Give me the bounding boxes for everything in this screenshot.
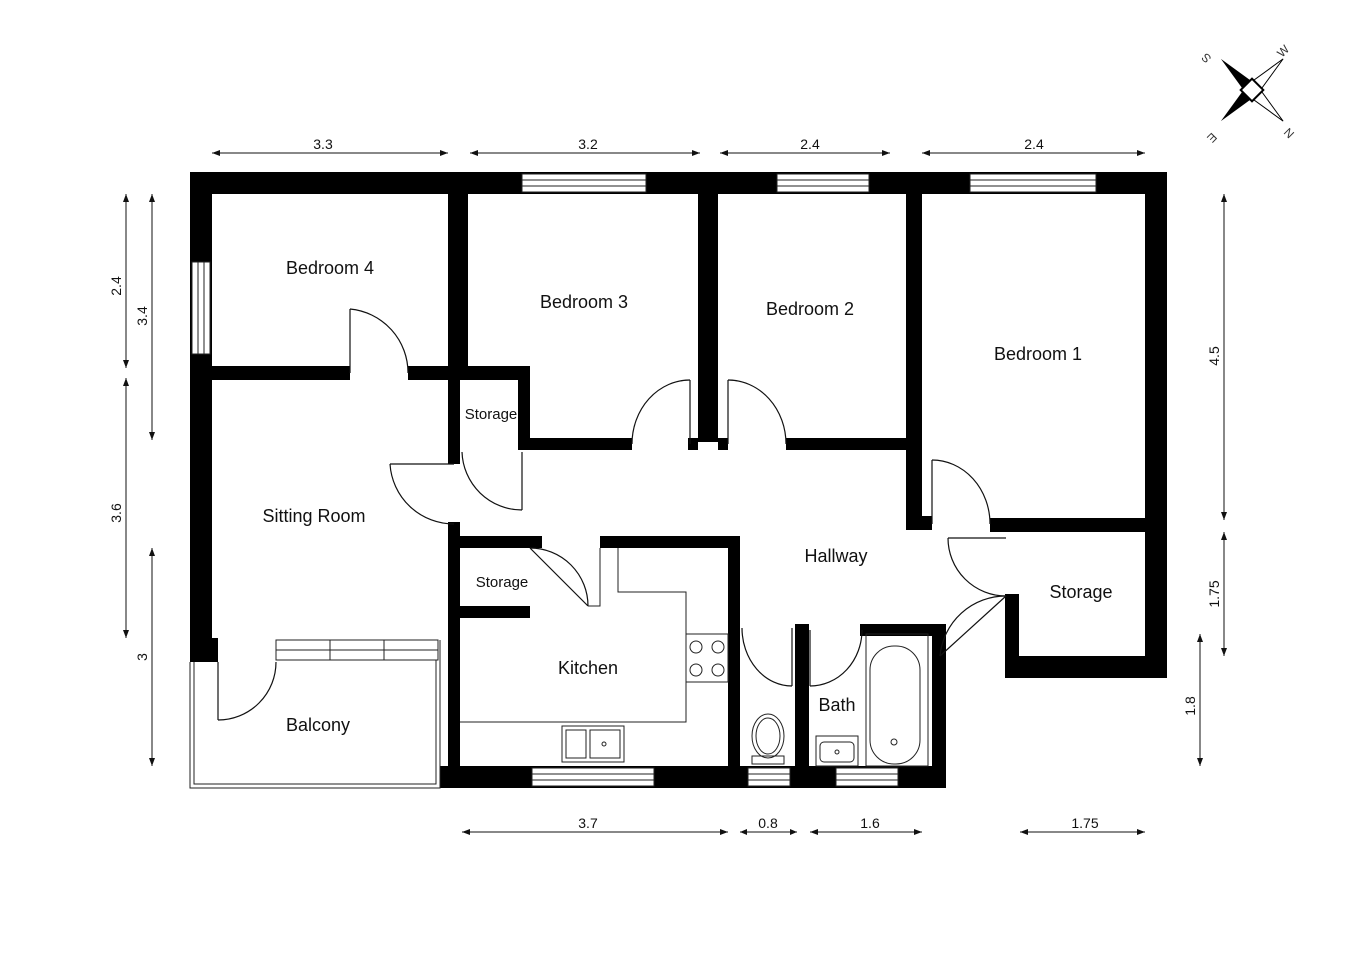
compass-letter-e: E [1204,130,1220,146]
dim-top-2: 3.2 [578,136,598,152]
bathtub-icon [865,633,929,767]
kitchen-counter [460,548,687,723]
dim-top-3: 2.4 [800,136,820,152]
room-label-balcony: Balcony [286,715,350,735]
compass-letter-n: N [1281,125,1297,141]
dimensions-right: 4.5 1.75 1.8 [1182,194,1227,766]
room-label-storage-c: Storage [1049,582,1112,602]
sink-icon [561,725,625,763]
compass-icon [1220,58,1284,122]
compass-letter-w: W [1274,42,1292,60]
dim-left-3: 3.4 [134,306,150,326]
dimensions-bottom: 3.7 0.8 1.6 1.75 [462,815,1145,835]
dim-left-2: 3.6 [108,503,124,523]
room-labels: Bedroom 4 Bedroom 3 Bedroom 2 Bedroom 1 … [262,258,1112,735]
dimensions-top: 3.3 3.2 2.4 2.4 [212,136,1145,156]
room-label-bedroom3: Bedroom 3 [540,292,628,312]
dim-bottom-3: 1.6 [860,815,880,831]
windows [191,173,1097,787]
dimensions-left: 2.4 3.6 3.4 3 [108,194,155,766]
dim-top-4: 2.4 [1024,136,1044,152]
balcony-structure [189,639,441,789]
room-label-storage-b: Storage [476,574,529,591]
room-label-bedroom1: Bedroom 1 [994,344,1082,364]
dim-left-1: 2.4 [108,276,124,296]
toilet-icon [751,713,785,765]
room-label-storage-a: Storage [465,406,518,423]
dim-right-1: 4.5 [1206,346,1222,366]
doors [217,308,1007,721]
dim-bottom-2: 0.8 [758,815,778,831]
dim-right-3: 1.8 [1182,696,1198,716]
room-label-sitting-room: Sitting Room [262,506,365,526]
room-label-bedroom4: Bedroom 4 [286,258,374,278]
room-label-bath: Bath [818,695,855,715]
room-label-bedroom2: Bedroom 2 [766,299,854,319]
dim-bottom-4: 1.75 [1071,815,1098,831]
hob-icon [685,633,729,683]
dim-right-2: 1.75 [1206,580,1222,607]
room-label-hallway: Hallway [804,546,867,566]
dim-bottom-1: 3.7 [578,815,598,831]
room-label-kitchen: Kitchen [558,658,618,678]
washbasin-icon [815,735,859,767]
dim-top-1: 3.3 [313,136,333,152]
dim-left-4: 3 [134,653,150,661]
compass-letter-s: S [1199,50,1215,66]
